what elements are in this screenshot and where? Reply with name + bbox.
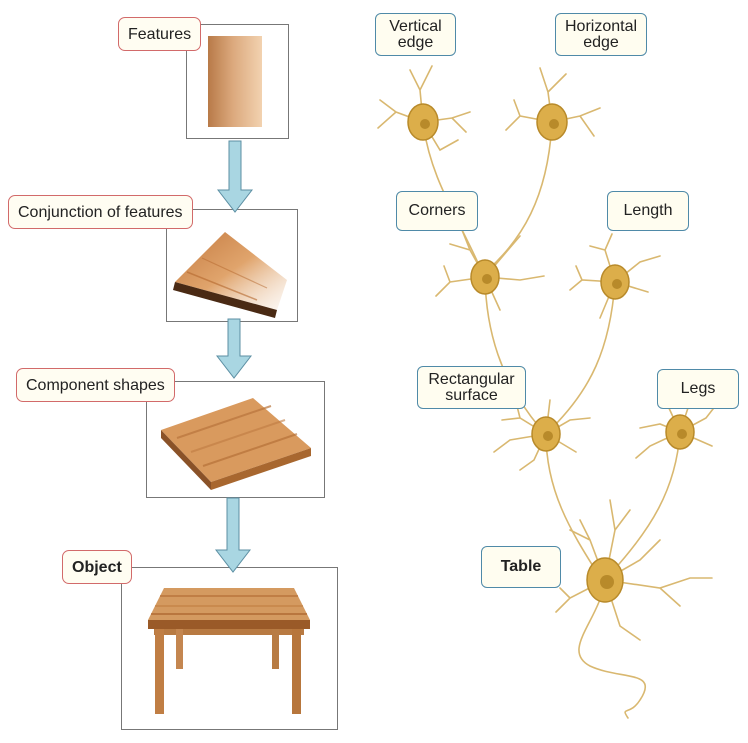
rectangular-board-image xyxy=(161,398,311,490)
stage-label-component-shapes: Component shapes xyxy=(16,368,175,402)
stage-label-features: Features xyxy=(118,17,202,51)
stage-label-object: Object xyxy=(62,550,132,584)
wooden-table-image xyxy=(148,588,310,714)
neuron-label-legs: Legs xyxy=(657,369,739,409)
joined-corner-image xyxy=(173,232,287,318)
neuron-label-rectangular-surface: Rectangular surface xyxy=(417,366,526,409)
neuron-label-vertical-edge: Vertical edge xyxy=(375,13,456,56)
component-shapes-frame xyxy=(146,381,325,498)
down-arrow-icon xyxy=(216,140,254,213)
neuron-label-table: Table xyxy=(481,546,561,588)
neuron-cells xyxy=(407,103,695,603)
features-frame xyxy=(186,24,289,139)
neuron-label-length: Length xyxy=(607,191,689,231)
stage-label-conjunction: Conjunction of features xyxy=(8,195,193,229)
down-arrow-icon xyxy=(214,497,252,573)
object-frame xyxy=(121,567,338,730)
vertical-edge-image xyxy=(208,36,262,127)
neuron-label-corners: Corners xyxy=(396,191,478,231)
neuron-label-horizontal-edge: Horizontal edge xyxy=(555,13,647,56)
down-arrow-icon xyxy=(215,318,253,379)
